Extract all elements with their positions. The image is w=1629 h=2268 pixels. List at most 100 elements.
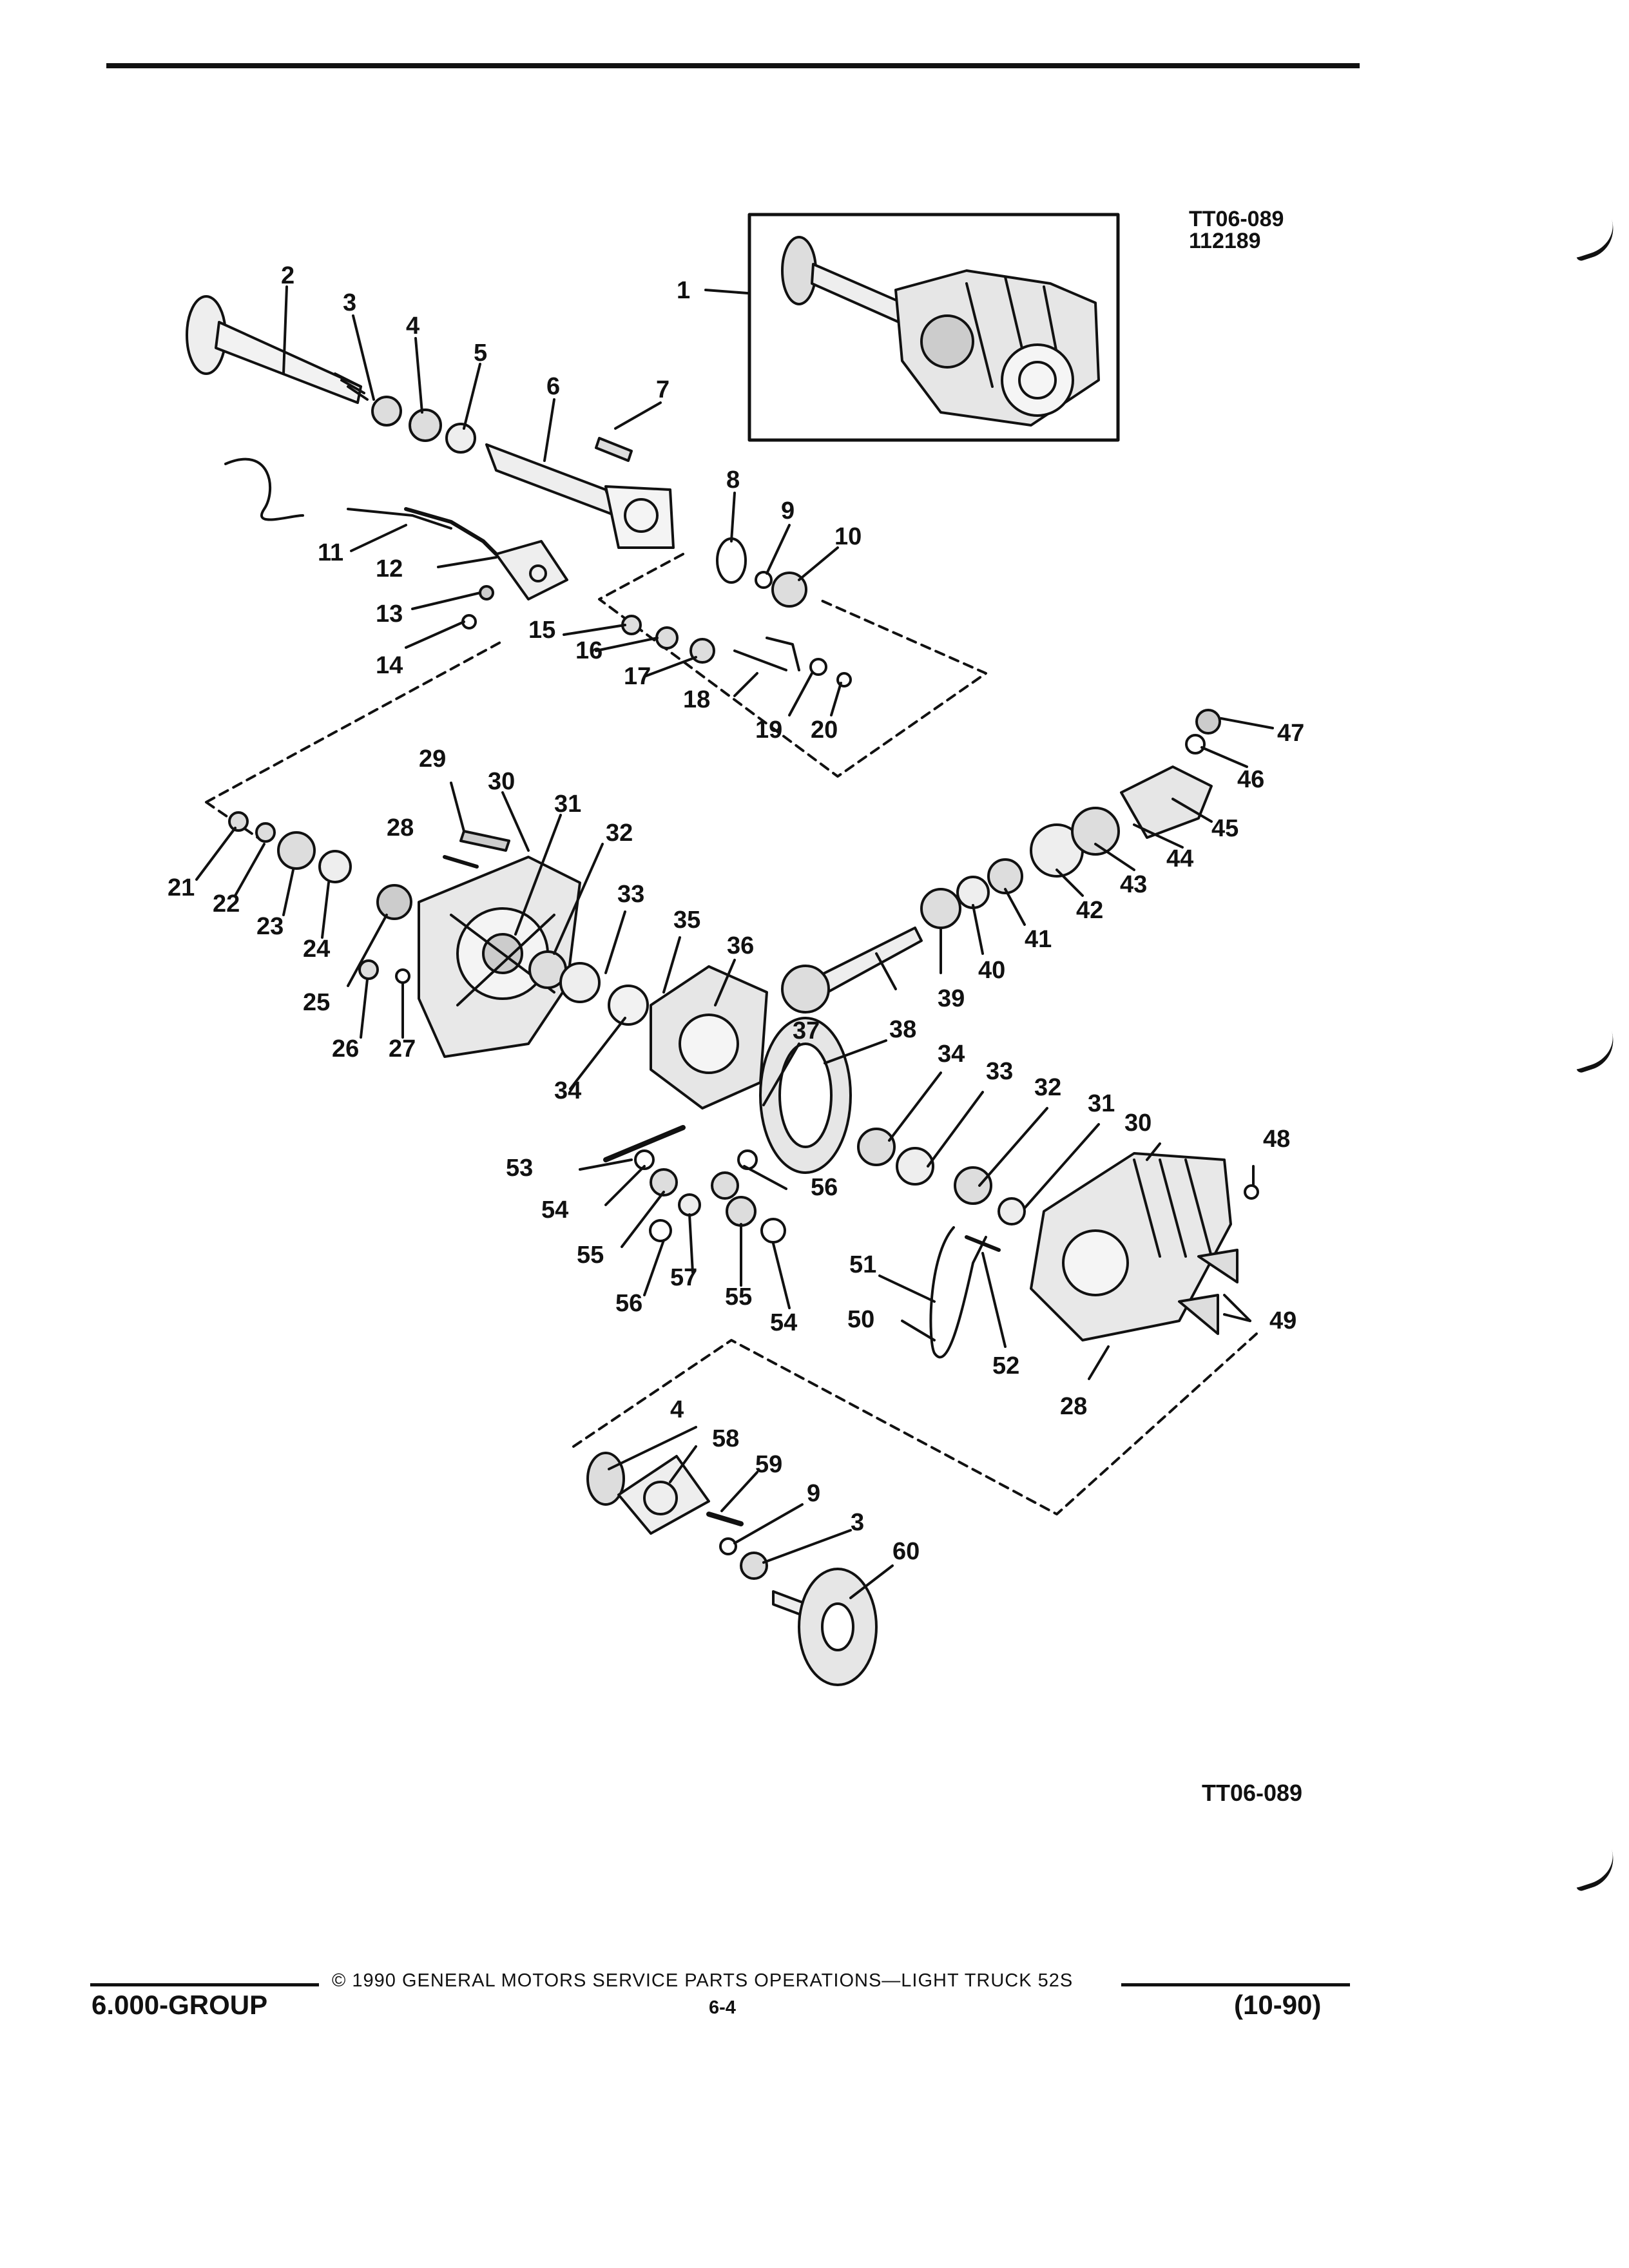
svg-text:28: 28 [387, 814, 414, 841]
nut-13 [479, 585, 494, 601]
svg-text:24: 24 [303, 936, 330, 963]
svg-text:34: 34 [554, 1077, 581, 1104]
sensor-wire-11 [224, 457, 452, 530]
svg-text:30: 30 [1124, 1110, 1152, 1137]
svg-text:11: 11 [318, 539, 343, 566]
gear-10 [771, 572, 807, 608]
footer-rule-right [1121, 1983, 1350, 1986]
footer-rule-left [90, 1983, 319, 1986]
svg-text:26: 26 [332, 1035, 359, 1062]
svg-text:9: 9 [781, 497, 795, 524]
svg-text:48: 48 [1263, 1126, 1290, 1153]
yoke-18 [733, 637, 800, 671]
svg-text:33: 33 [986, 1058, 1013, 1085]
svg-text:2: 2 [281, 262, 294, 289]
callout-1-leader [704, 289, 749, 294]
svg-text:42: 42 [1076, 897, 1103, 924]
svg-text:18: 18 [683, 686, 710, 713]
cross-shaft-53 [603, 1125, 686, 1162]
svg-text:17: 17 [624, 663, 651, 690]
sensor-wire-50 [929, 1226, 987, 1359]
svg-text:32: 32 [606, 820, 633, 847]
svg-text:58: 58 [712, 1425, 739, 1452]
svg-text:47: 47 [1277, 720, 1304, 747]
svg-text:30: 30 [488, 768, 515, 795]
svg-text:1: 1 [677, 277, 690, 304]
svg-text:21: 21 [168, 874, 195, 901]
bearing-5 [445, 423, 476, 454]
svg-text:56: 56 [615, 1290, 642, 1317]
svg-text:4: 4 [406, 312, 419, 340]
svg-text:36: 36 [727, 932, 754, 959]
footer-group: 6.000-GROUP [92, 1990, 268, 2020]
svg-text:3: 3 [343, 289, 356, 316]
svg-text:52: 52 [992, 1352, 1019, 1379]
svg-text:59: 59 [755, 1451, 782, 1478]
svg-text:22: 22 [213, 890, 240, 918]
svg-text:40: 40 [978, 957, 1005, 984]
svg-text:57: 57 [670, 1264, 697, 1291]
svg-text:56: 56 [811, 1174, 838, 1201]
svg-text:25: 25 [303, 989, 330, 1016]
svg-text:7: 7 [656, 376, 670, 403]
bearing-4 [409, 408, 442, 442]
top-rule [106, 63, 1360, 68]
svg-text:50: 50 [847, 1306, 874, 1333]
svg-text:54: 54 [770, 1309, 797, 1336]
svg-text:9: 9 [807, 1480, 820, 1507]
footer-page-number: 6-4 [709, 1997, 736, 2018]
svg-text:15: 15 [528, 617, 555, 644]
figure-id-bottom: TT06-089 [1202, 1780, 1303, 1806]
svg-text:10: 10 [834, 523, 862, 550]
svg-text:44: 44 [1166, 845, 1193, 872]
svg-text:34: 34 [938, 1041, 965, 1068]
svg-text:14: 14 [376, 652, 403, 679]
svg-text:16: 16 [575, 637, 602, 664]
svg-text:27: 27 [389, 1035, 416, 1062]
svg-text:32: 32 [1034, 1074, 1061, 1101]
svg-text:23: 23 [256, 913, 284, 940]
svg-text:5: 5 [474, 340, 487, 367]
figure-date: 112189 [1189, 229, 1261, 253]
subgroup-outline-lower [572, 1332, 1258, 1515]
svg-text:53: 53 [506, 1155, 533, 1182]
figure-id: TT06-089 [1189, 207, 1284, 231]
footer-date: (10-90) [1234, 1990, 1322, 2020]
svg-text:46: 46 [1237, 766, 1264, 793]
svg-text:51: 51 [849, 1251, 876, 1278]
pinion-yoke-45 [1120, 765, 1213, 839]
svg-text:31: 31 [1088, 1090, 1115, 1117]
svg-text:31: 31 [554, 791, 581, 818]
svg-text:39: 39 [938, 985, 965, 1012]
svg-text:33: 33 [617, 881, 644, 908]
svg-text:55: 55 [577, 1242, 604, 1269]
svg-text:45: 45 [1211, 815, 1239, 842]
svg-text:35: 35 [673, 907, 700, 934]
svg-text:37: 37 [793, 1017, 820, 1044]
svg-text:55: 55 [725, 1283, 752, 1311]
axle-tube-6 [485, 443, 617, 517]
washer-9 [755, 571, 773, 589]
svg-text:3: 3 [851, 1509, 864, 1536]
svg-text:8: 8 [726, 466, 740, 494]
svg-text:38: 38 [889, 1016, 916, 1043]
assembly-inset-box [747, 213, 1120, 442]
svg-text:29: 29 [419, 745, 446, 773]
housing-right-30 [1030, 1152, 1232, 1341]
svg-text:60: 60 [892, 1538, 920, 1565]
svg-text:20: 20 [811, 716, 838, 744]
svg-text:12: 12 [376, 555, 403, 582]
svg-text:28: 28 [1060, 1393, 1087, 1420]
subgroup-outline-upper [598, 553, 987, 778]
axle-assembly-illustration [781, 236, 1100, 427]
footer-copyright: © 1990 GENERAL MOTORS SERVICE PARTS OPER… [332, 1970, 1074, 1991]
svg-text:19: 19 [755, 716, 782, 744]
svg-text:43: 43 [1120, 871, 1147, 898]
retainer-58 [617, 1455, 710, 1535]
svg-text:6: 6 [546, 373, 560, 400]
bolt-7 [595, 437, 633, 462]
svg-text:54: 54 [541, 1196, 568, 1224]
seal-3 [371, 396, 402, 427]
